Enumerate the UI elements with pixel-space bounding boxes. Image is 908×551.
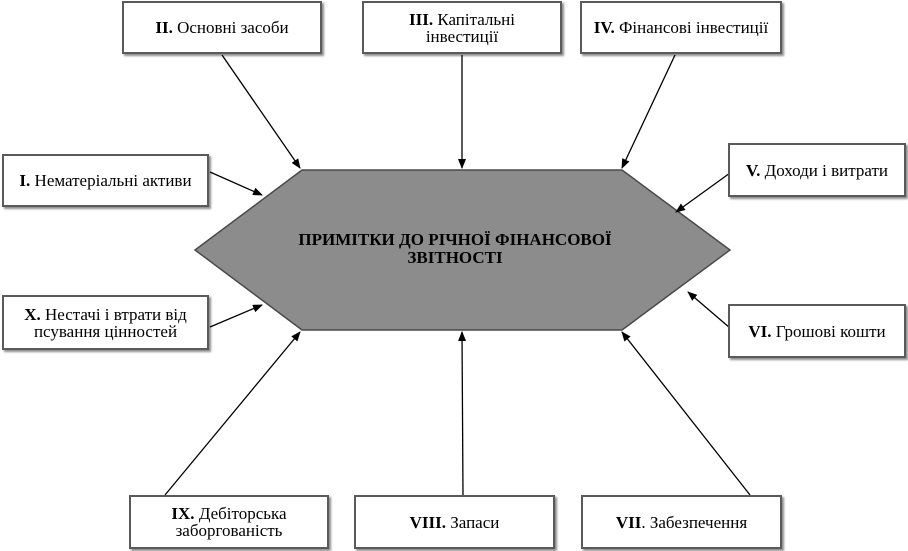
- box-iii-label: Капітальні інвестиції: [425, 9, 515, 46]
- box-iii-number: III.: [408, 9, 434, 29]
- box-x-number: X.: [24, 304, 41, 324]
- box-ii-fixed-assets: II. Основні засоби: [122, 1, 322, 54]
- box-ii-label: Основні засоби: [177, 18, 289, 37]
- box-v-number: V.: [746, 160, 761, 180]
- box-ix-number: IX.: [171, 504, 195, 523]
- central-hexagon: [193, 169, 732, 331]
- box-v-label: Доходи і витрати: [764, 160, 888, 180]
- arrow-x: [209, 304, 263, 328]
- box-vi-number: VI.: [748, 321, 772, 341]
- box-iv-number: IV.: [593, 18, 615, 37]
- box-vii-provisions: VII. Забезпечення: [581, 495, 782, 549]
- box-ix-label: Дебіторська заборгованість: [175, 504, 287, 540]
- arrow-vi: [687, 291, 731, 329]
- arrow-ii: [221, 54, 301, 169]
- box-iv-financial-investments: IV. Фінансові інвестиції: [580, 1, 782, 54]
- box-x-shortages-losses: X. Нестачі і втрати від псування цінност…: [2, 295, 209, 350]
- arrow-v: [675, 172, 731, 213]
- arrow-ix: [164, 331, 301, 496]
- box-i-intangible-assets: I. Нематеріальні активи: [2, 154, 209, 207]
- box-viii-label: Запаси: [450, 512, 500, 532]
- arrow-i: [209, 171, 263, 196]
- arrow-iv: [621, 54, 676, 169]
- box-vii-label: . Забезпечення: [641, 512, 748, 532]
- box-vi-cash: VI. Грошові кошти: [728, 304, 906, 358]
- box-i-label: Нематеріальні активи: [34, 171, 192, 190]
- box-v-income-expenses: V. Доходи і витрати: [728, 143, 906, 197]
- arrow-vii: [621, 331, 751, 496]
- box-iv-label: Фінансові інвестиції: [618, 18, 769, 37]
- box-viii-number: VIII.: [409, 512, 446, 532]
- box-iii-capital-investments: III. Капітальні інвестиції: [362, 1, 562, 54]
- arrow-viii: [458, 331, 467, 496]
- box-vii-number: VII: [615, 512, 642, 532]
- box-ix-receivables: IX. Дебіторська заборгованість: [129, 495, 329, 549]
- box-vi-label: Грошові кошти: [775, 321, 886, 341]
- box-ii-number: II.: [155, 18, 173, 37]
- box-i-number: I.: [19, 171, 31, 190]
- center-title: ПРИМІТКИ ДО РІЧНОЇ ФІНАНСОВОЇ ЗВІТНОСТІ: [298, 230, 612, 267]
- box-x-label: Нестачі і втрати від псування цінностей: [33, 304, 187, 341]
- box-viii-inventories: VIII. Запаси: [354, 495, 555, 549]
